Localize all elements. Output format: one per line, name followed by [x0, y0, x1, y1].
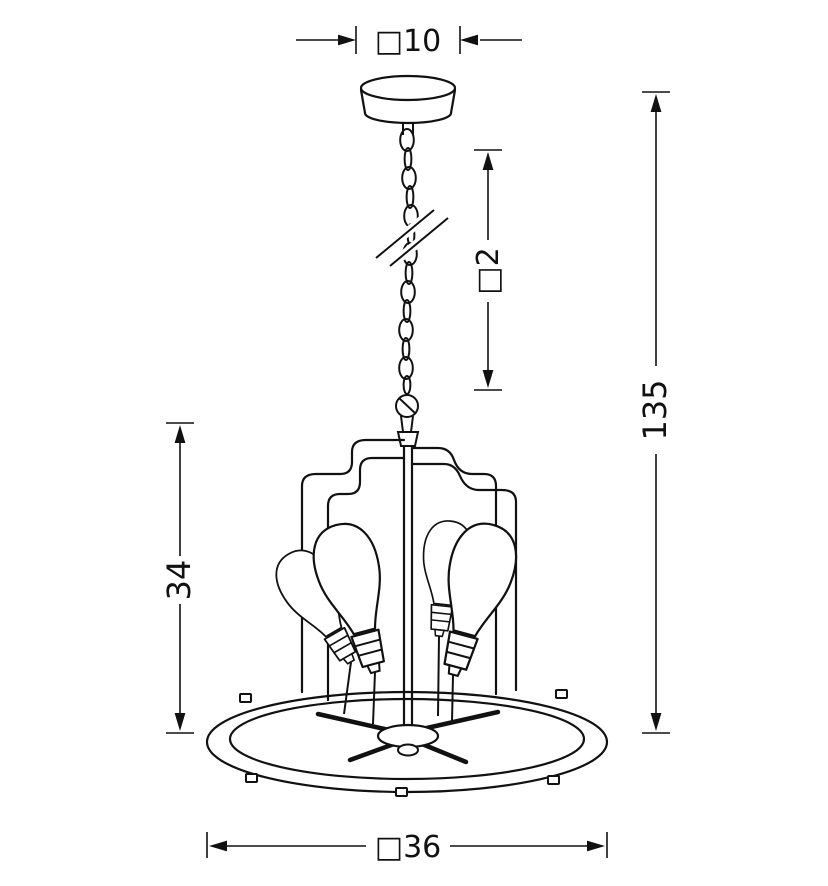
ring-tab [395, 787, 408, 797]
spoke-arm [419, 741, 469, 765]
bulb-socket [430, 603, 454, 632]
bulb-socket [443, 630, 479, 671]
spoke-arm [347, 741, 397, 763]
arrowhead-down-icon [650, 713, 662, 731]
frame-wire-right-outer [410, 462, 518, 692]
ring-tab [547, 775, 560, 785]
socket-tip [434, 628, 446, 638]
chain-link [404, 261, 414, 285]
socket-tip [447, 663, 463, 678]
frame-wire-left-outer [300, 438, 406, 694]
bulbs [275, 520, 518, 678]
dimension-canopy-width: □10 [296, 24, 522, 59]
chain-link [398, 356, 414, 380]
chain-link [399, 128, 415, 152]
canopy-side [359, 88, 367, 115]
chain-link [400, 280, 416, 304]
bulb-glass [312, 522, 381, 636]
hanging-loop [395, 394, 420, 447]
dimension-cage-height: 34 [160, 422, 198, 734]
arrowhead-left-icon [460, 34, 478, 46]
dimension-label-cage-height: 34 [160, 560, 198, 601]
collar [396, 431, 420, 447]
ring-tab [555, 689, 568, 699]
bulb-front-left [312, 522, 385, 675]
socket-ridge [448, 640, 475, 650]
socket-ridge [333, 641, 352, 654]
chain-break-mark [373, 206, 451, 270]
socket-ridge [357, 648, 383, 657]
arrowhead-up-icon [650, 94, 662, 112]
dimension-chain-size: □2 [471, 149, 506, 391]
dimension-label-total-height: 135 [636, 379, 674, 440]
arrowhead-left-icon [209, 840, 227, 852]
arrowhead-right-icon [587, 840, 605, 852]
chain-link [403, 147, 413, 171]
bulb-stem [451, 674, 454, 723]
canopy-bottom [363, 111, 453, 125]
shackle-side [410, 415, 414, 433]
bottom-ring [205, 689, 609, 797]
arrowhead-up-icon [174, 425, 186, 443]
bulb-stem [372, 671, 376, 725]
socket-ridge [446, 650, 471, 660]
chain-link [405, 185, 415, 209]
socket-ridge [431, 619, 450, 623]
break-slash [375, 209, 435, 259]
ring-tab [245, 773, 258, 783]
canopy-side [449, 88, 457, 115]
chain-link [401, 166, 417, 190]
dimension-label-canopy-width: □10 [375, 24, 442, 59]
socket-tip [366, 661, 381, 675]
canopy-top [359, 74, 457, 102]
break-slash [389, 217, 449, 267]
dimension-ring-diameter: □36 [206, 830, 608, 865]
hub-and-spokes [315, 635, 501, 765]
arrowhead-up-icon [482, 152, 494, 170]
chain-link [402, 299, 412, 323]
bulb-front-right [443, 522, 518, 678]
ring-tab [239, 693, 252, 703]
dimension-label-chain-size: □2 [471, 247, 506, 294]
chain-link [401, 337, 411, 361]
ceiling-canopy [359, 74, 457, 135]
bulb-socket [350, 628, 385, 669]
shackle-side [400, 415, 404, 433]
lamp-cage-frame [300, 438, 518, 726]
bulb-stem [437, 635, 440, 717]
bulb-glass [447, 522, 518, 638]
socket-ridge [328, 634, 349, 647]
dimension-total-height: 135 [636, 91, 674, 734]
chain-link [398, 318, 414, 342]
socket-ridge [354, 638, 381, 648]
frame-wire-left-inner [326, 456, 406, 702]
ring-inner-edge [228, 697, 586, 781]
arrowhead-down-icon [174, 713, 186, 731]
loop-ring [395, 394, 419, 418]
dimension-label-ring-diameter: □36 [375, 830, 442, 865]
arrowhead-down-icon [482, 370, 494, 388]
loop-twist [398, 397, 417, 415]
spoke-arm [415, 709, 501, 733]
frame-wire-right-inner [410, 446, 498, 696]
socket-ridge [431, 611, 452, 616]
arrowhead-right-icon [338, 34, 356, 46]
socket-tip [342, 652, 356, 665]
bulb-stem [343, 661, 352, 715]
hub-finial [397, 743, 419, 757]
